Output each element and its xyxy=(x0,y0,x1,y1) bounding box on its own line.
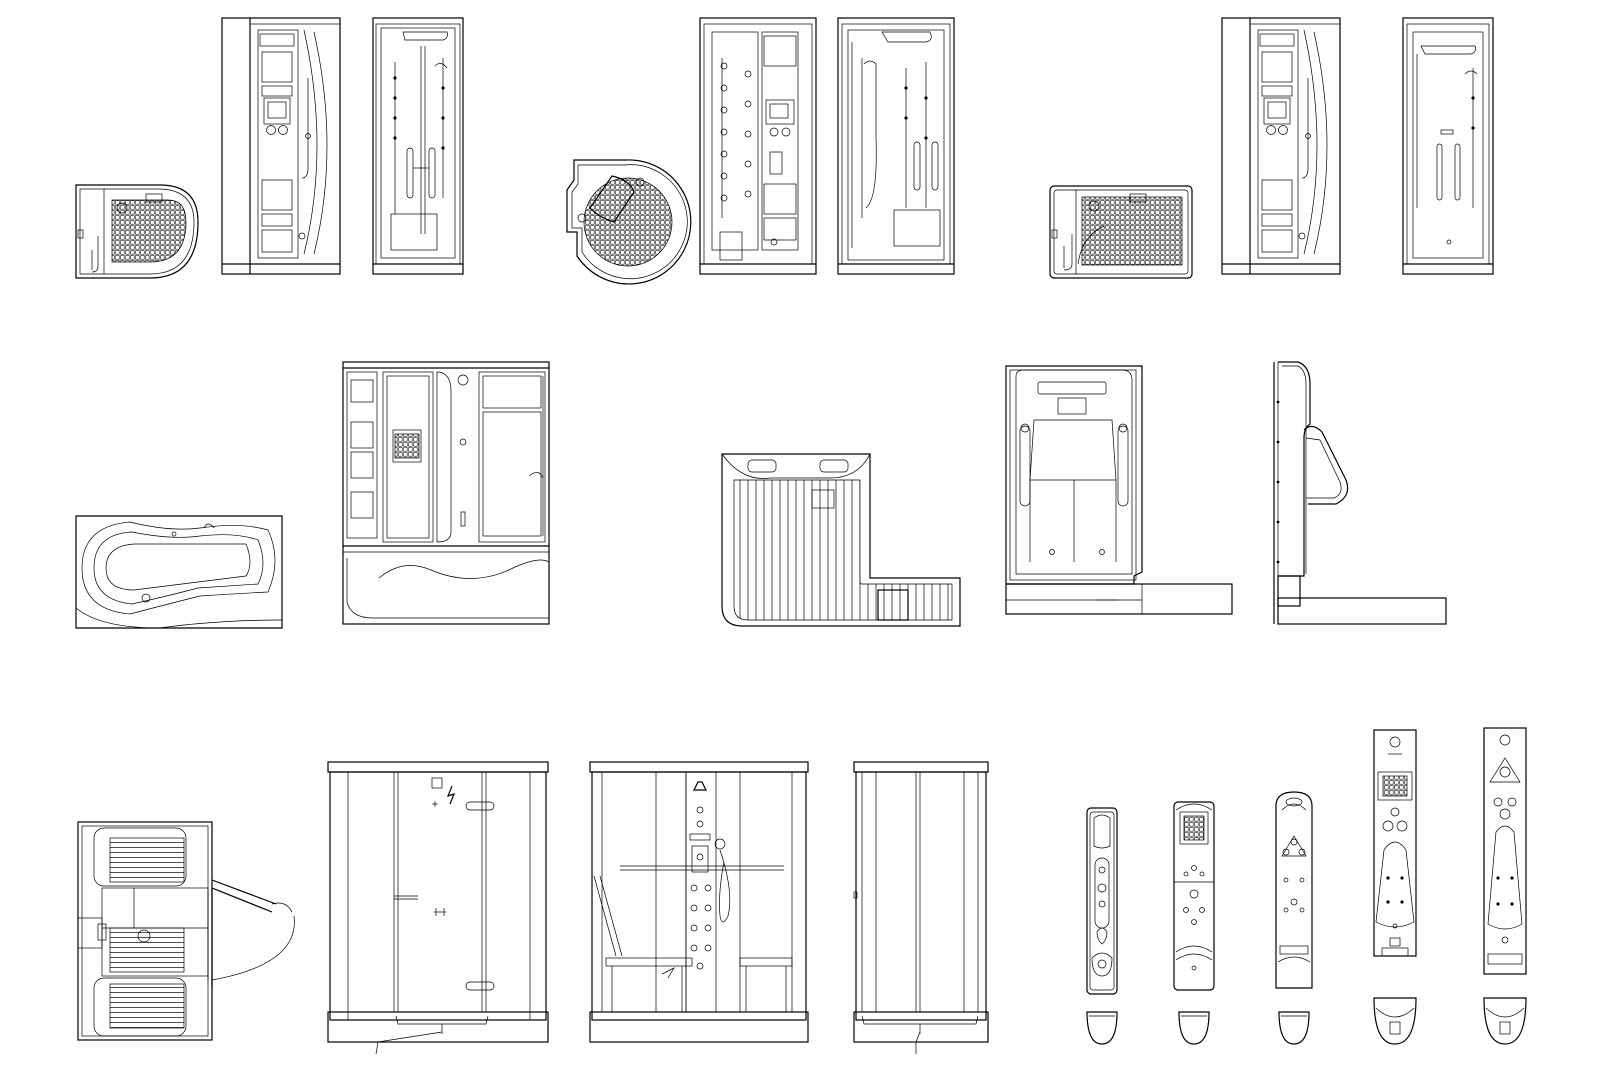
seat-plan xyxy=(721,453,961,627)
panel-4-bowl xyxy=(1373,997,1417,1045)
shower-a-front xyxy=(221,17,341,275)
panel-3-bowl xyxy=(1278,1011,1310,1045)
shower-c-plan xyxy=(1049,185,1193,279)
shower-b-plan xyxy=(566,159,692,285)
shower-a-side xyxy=(372,17,464,275)
shower-c-side xyxy=(1402,17,1494,275)
panel-2 xyxy=(1173,801,1215,991)
panel-2-bowl xyxy=(1178,1011,1210,1045)
cabin-side xyxy=(853,761,989,1054)
shower-b-front xyxy=(699,17,817,275)
shower-a-plan xyxy=(75,184,199,279)
shower-c-front xyxy=(1221,17,1341,275)
cabin-interior xyxy=(589,761,809,1043)
shower-b-side xyxy=(837,17,955,275)
panel-1-bowl xyxy=(1086,1011,1118,1045)
tub-shower-elevation xyxy=(342,361,550,625)
seat-side xyxy=(1273,361,1447,625)
panel-5 xyxy=(1483,727,1527,975)
panel-1 xyxy=(1086,807,1118,995)
cabin-plan xyxy=(77,821,295,1041)
panel-5-bowl xyxy=(1483,997,1527,1045)
panel-4 xyxy=(1373,729,1417,957)
bathtub-plan xyxy=(75,515,283,629)
cabin-front-door xyxy=(327,761,549,1055)
panel-3 xyxy=(1275,791,1313,989)
seat-front xyxy=(1005,365,1233,615)
